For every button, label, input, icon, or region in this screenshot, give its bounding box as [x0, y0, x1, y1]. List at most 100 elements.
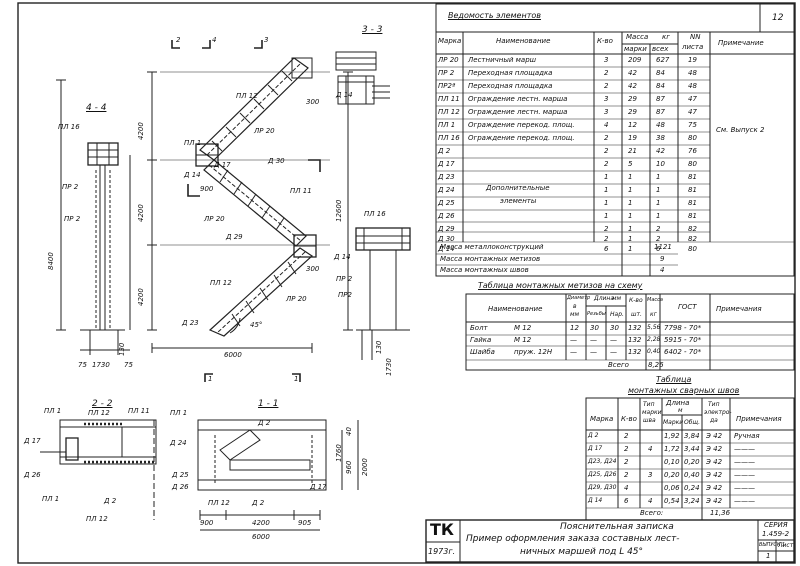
- fastener-row-mass: 2,28: [647, 336, 661, 343]
- element-row-sheet: 47: [688, 108, 697, 116]
- element-row-mass-total: 1: [656, 186, 661, 194]
- element-row-qty: 1: [604, 186, 609, 194]
- element-row-name: Лестничный марш: [468, 56, 537, 64]
- welds-total-label: Всего:: [640, 509, 664, 517]
- element-row-mark: ПЛ 12: [438, 108, 460, 116]
- element-row-qty: 2: [604, 82, 609, 90]
- element-row-mass-mark: 209: [628, 56, 642, 64]
- element-row-mass-total: 10: [656, 160, 665, 168]
- title-block-title-1: Пояснительная записка: [560, 522, 674, 532]
- fastener-row-dia: 12: [570, 324, 579, 332]
- welds-header-el3: да: [710, 417, 718, 424]
- element-row-mass-mark: 29: [628, 95, 637, 103]
- element-row-mass-total: 48: [656, 121, 665, 129]
- dim-4200-c: 4200: [137, 288, 145, 306]
- fastener-row-len-outer: —: [610, 348, 617, 356]
- element-row-name: Переходная площадка: [468, 69, 553, 77]
- element-row-mark: ПР 2: [438, 69, 455, 77]
- element-row-sheet: 19: [688, 56, 697, 64]
- cut-mark-1a: 1: [208, 375, 213, 383]
- section-label-4-4: 4 - 4: [86, 103, 107, 113]
- mark-pl1-b: ПЛ 1: [44, 407, 62, 415]
- dim-905: 905: [298, 519, 312, 527]
- weld-row-mark: Д 2: [588, 432, 599, 439]
- element-row-qty: 2: [604, 69, 609, 77]
- elements-header-mass: Масса: [626, 33, 649, 41]
- dim-4200-d: 4200: [252, 519, 270, 527]
- mark-d25: Д 25: [172, 471, 189, 479]
- elements-header-qty: К-во: [597, 37, 613, 45]
- fasteners-total-value: 8,26: [648, 361, 664, 369]
- elements-header-mass-mark: марки: [624, 45, 647, 53]
- fasteners-header-mass: Масса: [647, 297, 663, 303]
- weld-row-note: ———: [734, 497, 755, 505]
- element-row-qty: 1: [604, 199, 609, 207]
- elements-header-mass-total: всех: [652, 45, 669, 53]
- element-row-mark: ПЛ 16: [438, 134, 460, 142]
- mark-d2-b: Д 2: [258, 419, 271, 427]
- dim-900: 900: [200, 185, 214, 193]
- dim-1730: 1730: [92, 361, 110, 369]
- mark-pl16: ПЛ 16: [58, 123, 80, 131]
- total-label-welds: Масса монтажных швов: [440, 266, 529, 274]
- mark-pr2-b: ПР 2: [64, 215, 81, 223]
- element-row-qty: 3: [604, 56, 609, 64]
- weld-row-electrode: Э 42: [706, 484, 723, 492]
- elements-note-see: См. Выпуск 2: [716, 126, 765, 134]
- cut-mark-2: 2: [176, 36, 181, 44]
- weld-row-note: ———: [734, 445, 755, 453]
- dim-1730-b: 1730: [385, 358, 393, 376]
- element-row-sheet: 81: [688, 199, 697, 207]
- element-row-mark: Д 2: [438, 147, 451, 155]
- dim-130-a: 130: [118, 342, 126, 356]
- weld-row-electrode: Э 42: [706, 458, 723, 466]
- mark-pr2-c: ПР 2: [336, 275, 353, 283]
- weld-row-len-mark: 0,20: [664, 471, 680, 479]
- welds-header-len3: Марки: [663, 419, 684, 426]
- mark-pr2-d: ПР2: [338, 291, 352, 299]
- element-row-mass-total: 84: [656, 82, 665, 90]
- element-row-mass-mark: 12: [628, 121, 637, 129]
- element-row-sheet: 75: [688, 121, 697, 129]
- weld-row-mark: Д23, Д24: [588, 458, 617, 465]
- fasteners-header-dia2: в: [573, 303, 577, 310]
- element-row-mass-total: 1: [656, 199, 661, 207]
- element-row-name: Ограждение перекод. площ.: [468, 121, 575, 129]
- element-row-mass-mark: 19: [628, 134, 637, 142]
- element-row-mass-mark: 1: [628, 245, 633, 253]
- element-row-sheet: 76: [688, 147, 697, 155]
- mark-d14-b: Д 14: [184, 171, 201, 179]
- element-row-mass-mark: 1: [628, 235, 633, 243]
- element-row-sheet: 48: [688, 69, 697, 77]
- fasteners-header-qty2: шт.: [631, 311, 642, 318]
- dim-6000-b: 6000: [252, 533, 270, 541]
- element-row-mass-mark: 42: [628, 82, 637, 90]
- mark-d26: Д 26: [24, 471, 41, 479]
- welds-table-title-2: монтажных сварных швов: [628, 386, 740, 395]
- fastener-row-name: Болт: [470, 324, 488, 332]
- mark-d14-a: Д 14: [336, 91, 353, 99]
- mark-lr20-c: ЛР 20: [286, 295, 307, 303]
- dim-1760: 1760: [335, 444, 343, 462]
- welds-header-el: Тип: [708, 401, 720, 408]
- fastener-row-dia: —: [570, 336, 577, 344]
- weld-row-len-mark: 0,06: [664, 484, 680, 492]
- element-row-name: Ограждение перекод. площ.: [468, 134, 575, 142]
- weld-row-mark: Д 17: [588, 445, 603, 452]
- section-label-1-1: 1 - 1: [258, 399, 279, 409]
- element-row-mass-mark: 5: [628, 160, 633, 168]
- fastener-row-dia: —: [570, 348, 577, 356]
- dim-4200-a: 4200: [137, 122, 145, 140]
- element-row-qty: 2: [604, 225, 609, 233]
- element-row-qty: 3: [604, 95, 609, 103]
- element-row-mass-mark: 29: [628, 108, 637, 116]
- element-row-mass-mark: 1: [628, 173, 633, 181]
- elements-table-title: Ведомость элементов: [448, 11, 541, 20]
- element-row-sheet: 80: [688, 160, 697, 168]
- fastener-row-len-outer: 30: [610, 324, 619, 332]
- element-row-mark: Д 30: [438, 235, 455, 243]
- fastener-row-gost: 6402 - 70*: [664, 348, 702, 356]
- element-row-mass-total: 627: [656, 56, 670, 64]
- weld-row-len-total: 3,44: [684, 445, 700, 453]
- element-row-mass-total: 2: [656, 225, 661, 233]
